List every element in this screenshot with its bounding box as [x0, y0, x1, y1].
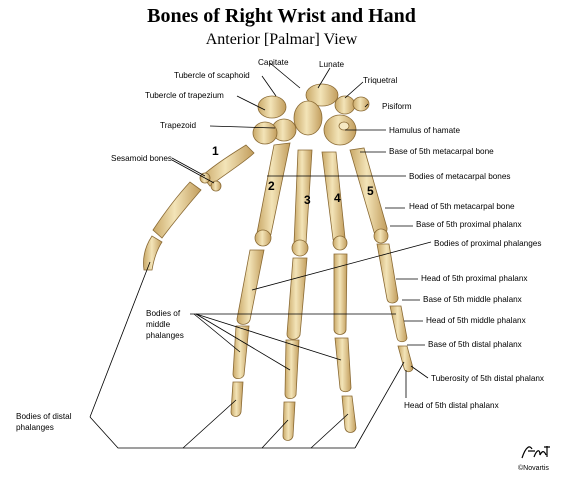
middle-phalanx-4	[334, 337, 352, 393]
trapezium-bone	[252, 121, 278, 145]
thumb-proximal-phalanx	[152, 181, 202, 239]
label-lunate: Lunate	[319, 60, 345, 69]
pisiform-bone	[352, 96, 370, 112]
label-base-5th-distal-phalanx: Base of 5th distal phalanx	[428, 340, 522, 349]
head-metacarpal-4	[332, 235, 348, 251]
capitate-bone	[293, 100, 323, 136]
label-hamulus-of-hamate: Hamulus of hamate	[389, 126, 460, 135]
label-tubercle-of-scaphoid: Tubercle of scaphoid	[174, 71, 250, 80]
distal-phalanx-5	[397, 345, 414, 373]
digit-number-1: 1	[212, 144, 219, 158]
head-metacarpal-2	[254, 229, 272, 247]
digit-number-4: 4	[334, 191, 341, 205]
label-bodies-of-metacarpal-bones: Bodies of metacarpal bones	[409, 172, 511, 181]
label-head-5th-metacarpal: Head of 5th metacarpal bone	[409, 202, 515, 211]
label-base-5th-metacarpal: Base of 5th metacarpal bone	[389, 147, 494, 156]
middle-phalanx-2	[232, 325, 250, 380]
label-triquetral: Triquetral	[363, 76, 398, 85]
hamulus-hamate	[338, 121, 350, 131]
finger-phalanges	[230, 243, 414, 441]
signature-mark	[521, 446, 550, 459]
metacarpal-1	[201, 144, 255, 187]
label-bodies-of-proximal-phalanges: Bodies of proximal phalanges	[434, 239, 542, 248]
label-bodies-of-middle-line1: Bodies of	[146, 309, 181, 318]
label-base-5th-proximal-phalanx: Base of 5th proximal phalanx	[416, 220, 522, 229]
middle-phalanx-3	[284, 339, 300, 400]
figure-title: Bones of Right Wrist and Hand	[147, 5, 416, 27]
figure-subtitle: Anterior [Palmar] View	[205, 31, 358, 48]
label-capitate: Capitate	[258, 58, 289, 67]
digit-number-2: 2	[268, 179, 275, 193]
label-pisiform: Pisiform	[382, 102, 412, 111]
digit-number-5: 5	[367, 184, 374, 198]
label-head-5th-distal-phalanx: Head of 5th distal phalanx	[404, 401, 499, 410]
label-bodies-of-distal-line1: Bodies of distal	[16, 412, 72, 421]
lunate-bone	[305, 83, 339, 107]
label-base-5th-middle-phalanx: Base of 5th middle phalanx	[423, 295, 522, 304]
copyright-text: ©Novartis	[518, 465, 549, 472]
label-head-5th-middle-phalanx: Head of 5th middle phalanx	[426, 316, 526, 325]
triquetral-bone	[334, 95, 356, 115]
distal-phalanx-2	[230, 381, 244, 417]
digit-number-3: 3	[304, 193, 311, 207]
head-metacarpal-3	[291, 239, 309, 257]
label-tuberosity-5th-distal-phalanx: Tuberosity of 5th distal phalanx	[431, 374, 545, 383]
proximal-phalanx-5	[376, 243, 399, 304]
head-metacarpal-5	[373, 228, 389, 244]
proximal-phalanx-2	[236, 249, 265, 325]
distal-phalanx-3	[282, 401, 296, 441]
leader-lines	[89, 62, 432, 449]
proximal-phalanx-3	[286, 257, 308, 340]
sesamoid-2	[210, 180, 222, 192]
thumb-distal-phalanx	[143, 235, 163, 271]
middle-phalanx-5	[389, 305, 408, 343]
distal-phalanx-4	[341, 395, 357, 433]
label-bodies-of-middle-line3: phalanges	[146, 331, 184, 340]
label-bodies-of-distal-line2: phalanges	[16, 423, 54, 432]
label-head-5th-proximal-phalanx: Head of 5th proximal phalanx	[421, 274, 528, 283]
carpal-bones	[252, 83, 370, 146]
label-trapezoid: Trapezoid	[160, 121, 197, 130]
label-bodies-of-middle-line2: middle	[146, 320, 171, 329]
artist-signature	[520, 443, 554, 465]
metacarpal-bones	[201, 142, 389, 257]
label-tubercle-of-trapezium: Tubercle of trapezium	[145, 91, 224, 100]
label-sesamoid-bones: Sesamoid bones	[111, 154, 172, 163]
thumb-bones	[143, 172, 222, 271]
scaphoid-bone	[257, 95, 287, 119]
